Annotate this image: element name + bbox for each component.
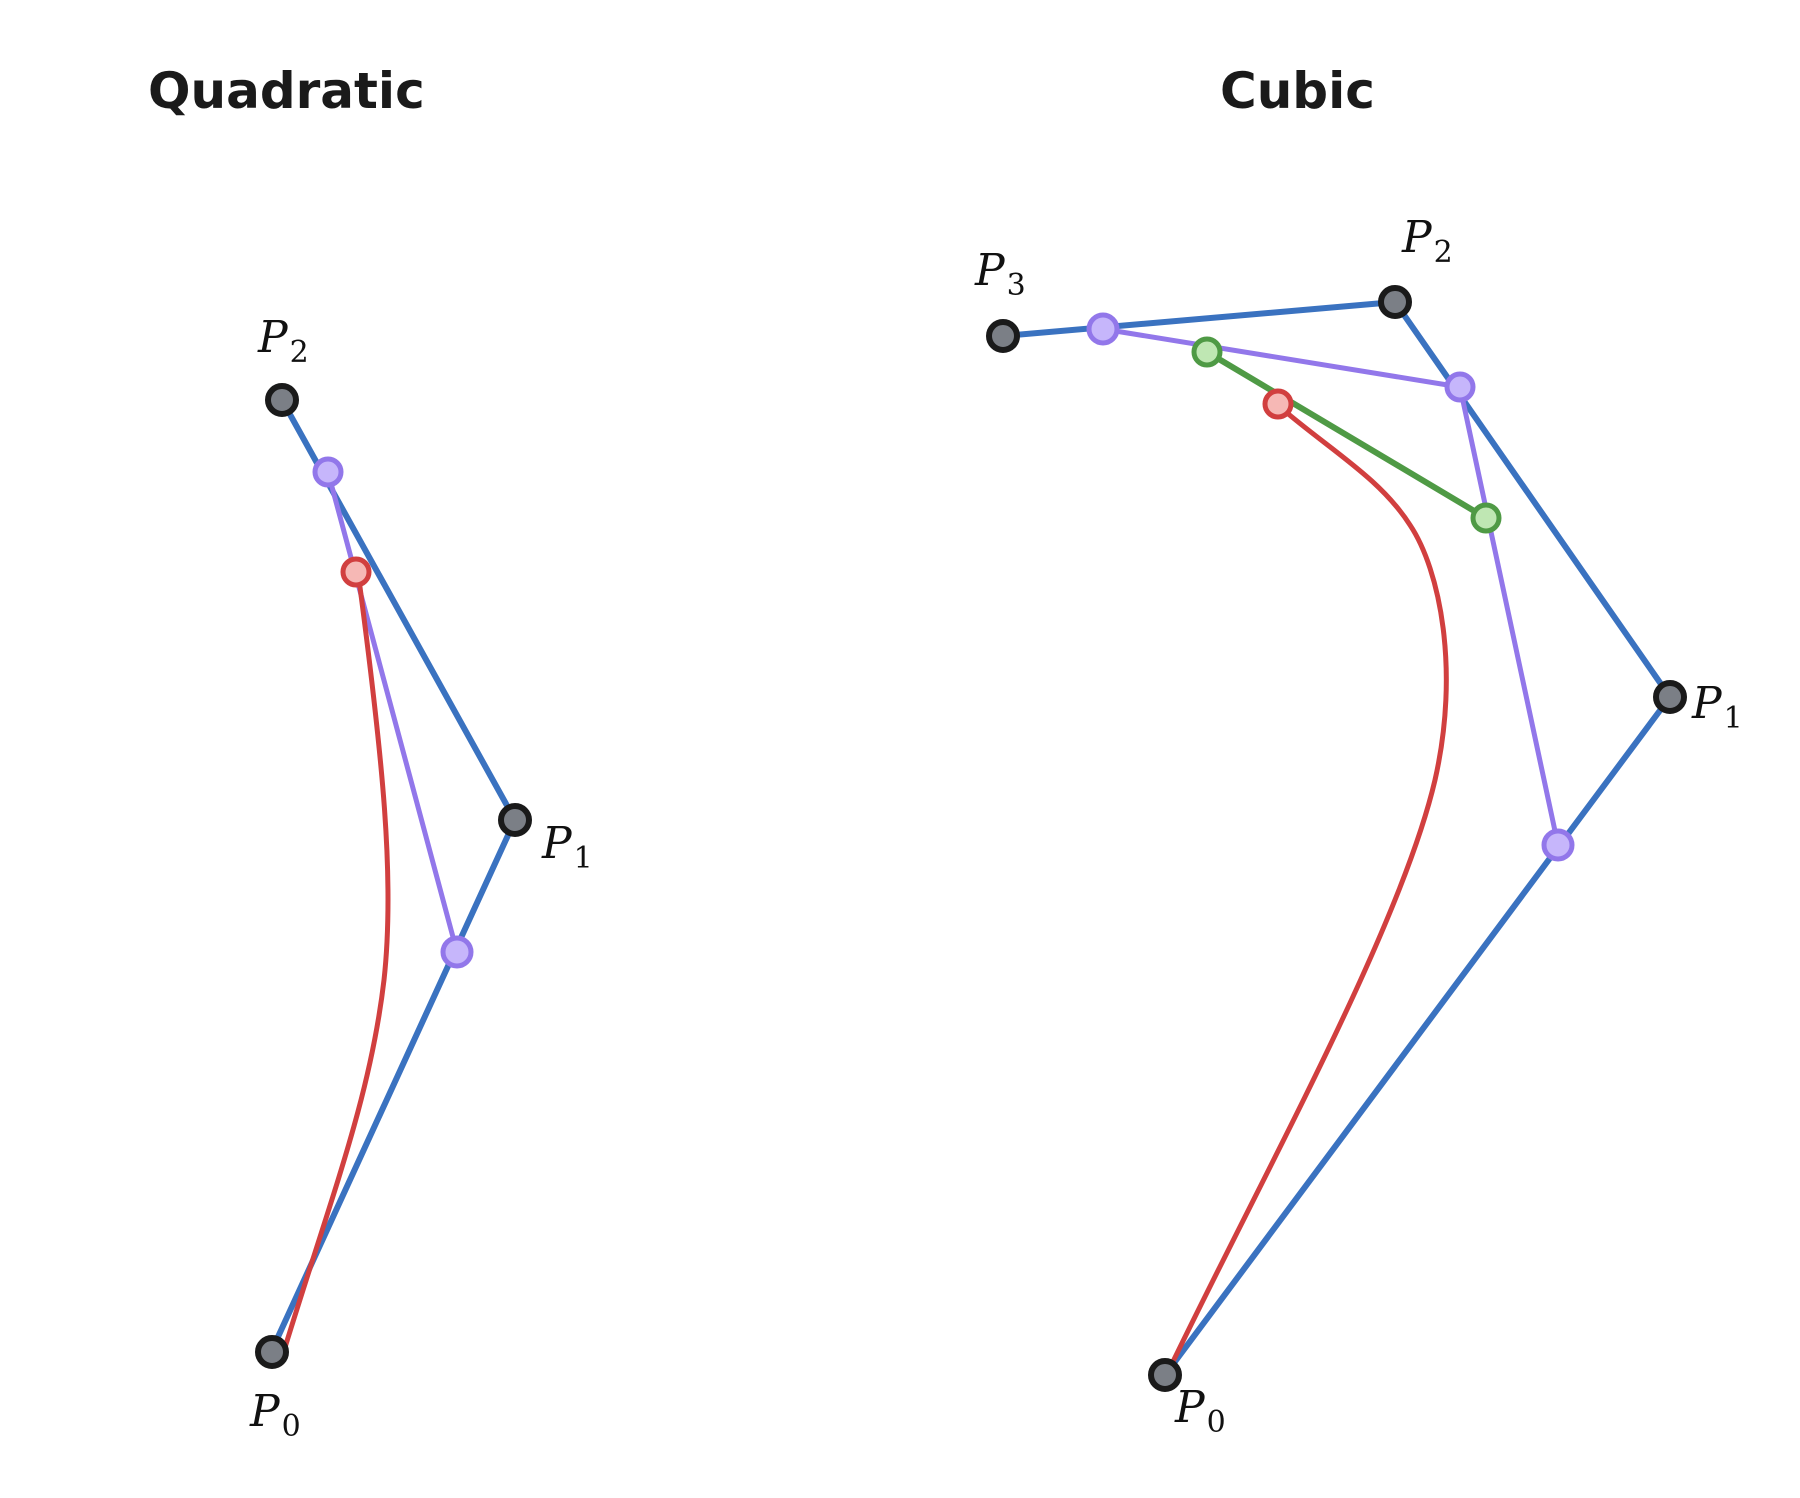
control-segment xyxy=(1392,299,1673,700)
control-segment xyxy=(1162,694,1673,1378)
level1-segment xyxy=(1457,384,1561,848)
quadratic-control-point-p2 xyxy=(265,383,299,417)
cubic-curve-point xyxy=(1262,388,1294,420)
cubic-title: Cubic xyxy=(1220,62,1375,120)
quadratic-level1-point xyxy=(312,456,344,488)
quadratic-level1-segment xyxy=(325,469,460,955)
cubic-level1-point xyxy=(1086,312,1120,346)
cubic-panel: Cubic P0 P1 P2 xyxy=(974,62,1743,1440)
quadratic-label-p2: P2 xyxy=(257,312,309,370)
cubic-label-p3: P3 xyxy=(974,245,1026,303)
quadratic-curve-point xyxy=(340,556,372,588)
cubic-level2-segment xyxy=(1204,349,1489,521)
quadratic-curve xyxy=(280,569,391,1357)
cubic-level1-point xyxy=(1541,828,1575,862)
quadratic-control-point-p1 xyxy=(498,803,532,837)
cubic-curve xyxy=(1165,404,1449,1375)
cubic-control-point-p3 xyxy=(986,319,1020,353)
cubic-level1-polygon xyxy=(1100,326,1561,848)
cubic-control-polygon xyxy=(1000,299,1673,1378)
quadratic-label-p1: P1 xyxy=(541,818,593,876)
cubic-control-point-p0 xyxy=(1148,1358,1182,1392)
cubic-control-point-p2 xyxy=(1378,285,1412,319)
quadratic-title: Quadratic xyxy=(148,62,425,120)
cubic-label-p0: P0 xyxy=(1174,1382,1226,1440)
level1-segment xyxy=(1100,326,1463,390)
cubic-level2-point xyxy=(1470,502,1502,534)
cubic-label-p2: P2 xyxy=(1401,212,1453,270)
cubic-control-point-p1 xyxy=(1653,680,1687,714)
quadratic-label-p0: P0 xyxy=(249,1386,301,1444)
quadratic-panel: Quadratic P0 P1 P2 xyxy=(148,62,593,1444)
cubic-level2-point xyxy=(1191,336,1223,368)
quadratic-control-polygon xyxy=(269,397,518,1353)
control-segment xyxy=(1000,299,1398,339)
cubic-label-p1: P1 xyxy=(1691,678,1743,736)
quadratic-control-point-p0 xyxy=(255,1335,289,1369)
cubic-level1-point xyxy=(1444,371,1476,403)
quadratic-level1-point xyxy=(440,935,474,969)
